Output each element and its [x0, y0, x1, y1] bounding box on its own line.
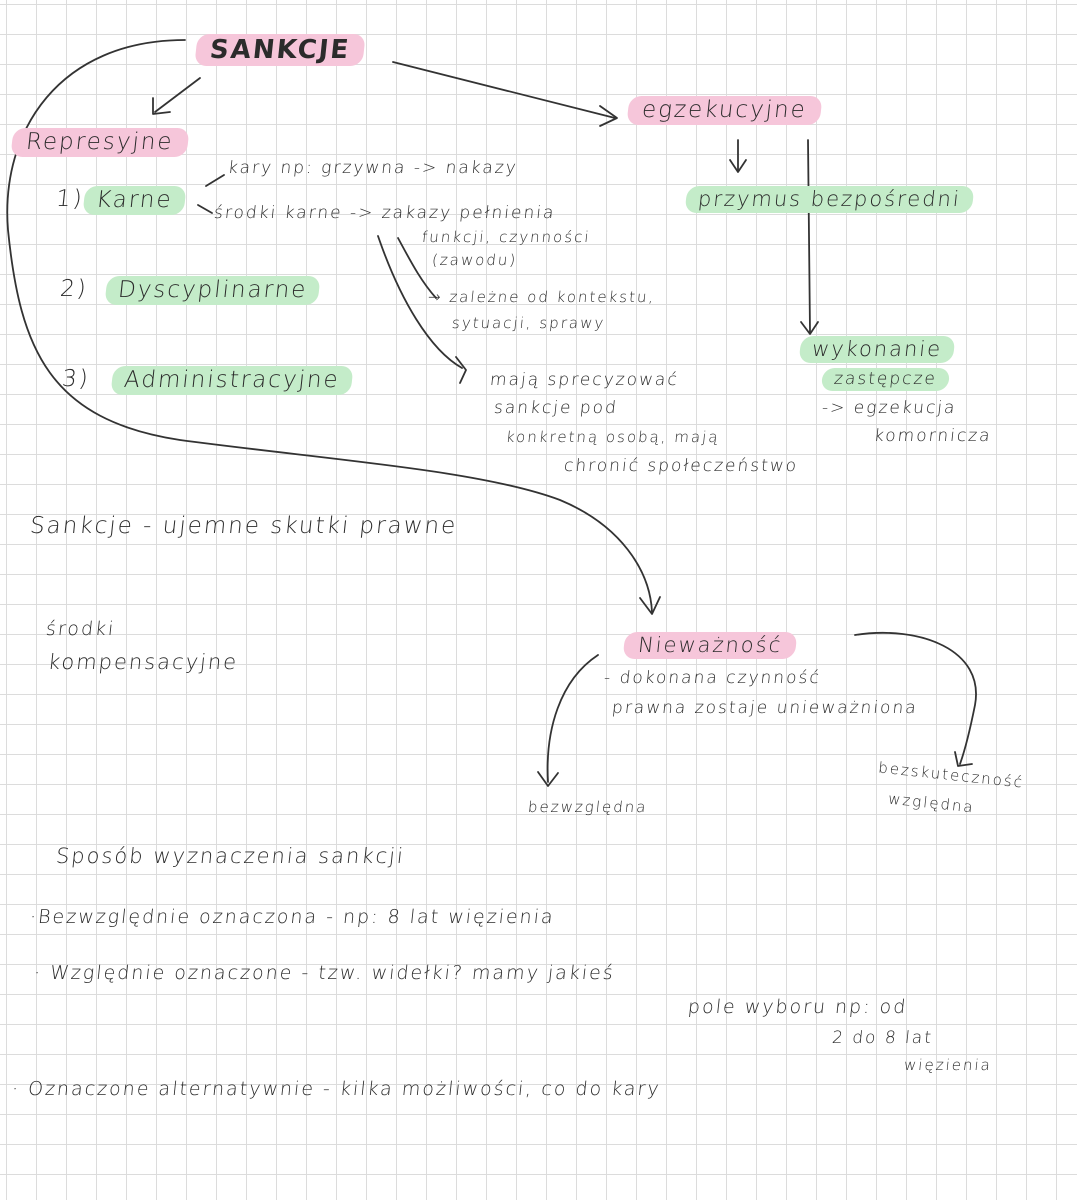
sposob-line-2: · Względnie oznaczone - tzw. widełki? ma… [32, 962, 616, 984]
arrowhead-egzekucyjne [599, 105, 618, 127]
maja-note-3: konkretną osobą, mają [505, 428, 721, 446]
zalezne-note-1: → zależne od kontekstu, [427, 288, 657, 306]
arrow-to-egzekucyjne [392, 61, 616, 119]
przymus-node: przymus bezpośredni [684, 186, 975, 213]
arrow-to-srodki [197, 204, 213, 214]
maja-note-2: sankcje pod [493, 398, 619, 418]
arrowhead-maja [455, 356, 467, 384]
sposob-line-3: · Oznaczone alternatywnie - kilka możliw… [10, 1078, 662, 1100]
niewaznosc-desc-1: - dokonana czynność [603, 668, 822, 688]
egzekucyjne-node: egzekucyjne [626, 96, 823, 125]
arrowhead-bezwzgledna [537, 771, 559, 787]
sposob-line-1: ·Bezwzględnie oznaczona - np: 8 lat więz… [28, 906, 556, 928]
dyscyplinarne-node: Dyscyplinarne [104, 276, 321, 305]
arrowhead-wykonanie [800, 321, 819, 335]
arrow-to-wzgledna [854, 631, 977, 765]
sposob-line-2b: pole wyboru np: od [686, 996, 909, 1018]
represyjne-node: Represyjne [10, 128, 190, 157]
sposob-title: Sposób wyznaczenia sankcji [54, 844, 407, 868]
item-3-number: 3) [60, 366, 92, 392]
item-1-number: 1) [54, 186, 86, 212]
arrowhead-wzgledna [954, 751, 973, 767]
arrowhead-represyjne [152, 97, 171, 115]
kompensacyjne-text-2: kompensacyjne [46, 650, 240, 674]
arrow-to-maja [377, 235, 463, 369]
niewaznosc-node: Nieważność [622, 632, 798, 659]
srodki-note: środki karne -> zakazy pełnienia [213, 203, 557, 223]
komornicza-note-2: komornicza [873, 426, 993, 446]
arrow-to-wykonanie [807, 139, 811, 333]
sposob-line-2d: więzienia [903, 1056, 993, 1074]
kompensacyjne-text-1: środki [44, 618, 117, 640]
srodki-cont-2: (zawodu) [431, 251, 519, 269]
sposob-line-2c: 2 do 8 lat [831, 1028, 934, 1048]
maja-note-1: mają sprecyzować [489, 370, 680, 390]
root-node: SANKCJE [194, 34, 366, 66]
arrow-to-bezwzgledna [546, 654, 599, 783]
arrowhead-przymus [729, 159, 747, 173]
administracyjne-node: Administracyjne [110, 366, 354, 395]
item-2-number: 2) [58, 276, 90, 302]
arrow-to-represyjne [154, 77, 201, 113]
arrow-to-kary [205, 174, 225, 187]
maja-note-4: chronić społeczeństwo [563, 456, 800, 476]
karne-node: Karne [82, 186, 187, 215]
arrow-to-zalezne [397, 237, 437, 299]
kary-note: kary np: grzywna -> nakazy [227, 158, 519, 178]
bezwzgledna-label: bezwzględna [527, 798, 649, 816]
wykonanie-node-1: wykonanie [798, 336, 956, 363]
definicja-text: Sankcje - ujemne skutki prawne [28, 513, 459, 539]
srodki-cont-1: funkcji, czynności [421, 228, 592, 246]
loop-arrowhead [639, 596, 661, 615]
zalezne-note-2: sytuacji, sprawy [451, 314, 607, 332]
niewaznosc-desc-2: prawna zostaje unieważniona [611, 698, 919, 718]
komornicza-note-1: -> egzekucja [821, 398, 958, 418]
wykonanie-node-2: zastępcze [820, 368, 951, 391]
